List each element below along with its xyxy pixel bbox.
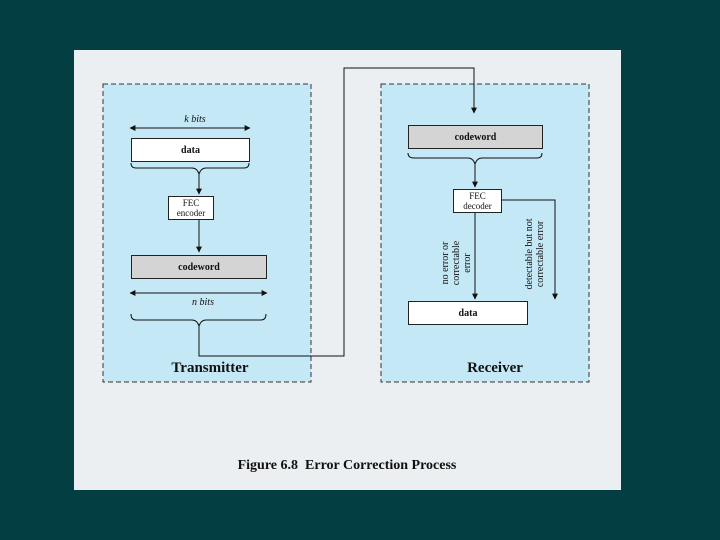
fec-decoder-label-2: decoder: [463, 201, 492, 211]
detectable-line-2: correctable error: [535, 220, 546, 288]
fec-encoder-label-1: FEC: [182, 198, 200, 208]
no-error-line-3: error: [462, 253, 473, 273]
receiver-data-label: data: [458, 307, 478, 319]
fec-decoder-box: FEC decoder: [453, 189, 502, 213]
transmitter-title: Transmitter: [171, 360, 249, 376]
receiver-codeword-label: codeword: [454, 131, 497, 143]
transmitter-data-label: data: [181, 144, 200, 156]
no-error-line-1: no error or: [440, 241, 451, 285]
n-bits-label: n bits: [192, 297, 214, 308]
fec-encoder-box: FEC encoder: [168, 196, 214, 220]
receiver-title: Receiver: [467, 360, 523, 376]
transmitter-data-box: data: [131, 138, 250, 162]
transmitter-panel: [102, 83, 312, 383]
no-error-label: no error or correctable error: [440, 223, 476, 303]
figure-caption: Figure 6.8 Error Correction Process: [237, 458, 457, 473]
fec-decoder-label-1: FEC: [469, 191, 486, 201]
transmission-line: [198, 67, 477, 357]
figure: k bits data FEC encoder codeword n bits …: [74, 50, 621, 490]
detectable-error-label: detectable but not correctable error: [524, 206, 548, 302]
transmitter-codeword-box: codeword: [131, 255, 267, 279]
k-bits-label: k bits: [184, 114, 206, 125]
transmitter-codeword-label: codeword: [178, 261, 220, 273]
receiver-codeword-box: codeword: [408, 125, 543, 149]
arrow-detectable-error: [502, 199, 558, 300]
fec-encoder-label-2: encoder: [176, 208, 206, 218]
detectable-line-1: detectable but not: [524, 218, 535, 290]
receiver-data-box: data: [408, 301, 528, 325]
no-error-line-2: correctable: [451, 240, 462, 286]
